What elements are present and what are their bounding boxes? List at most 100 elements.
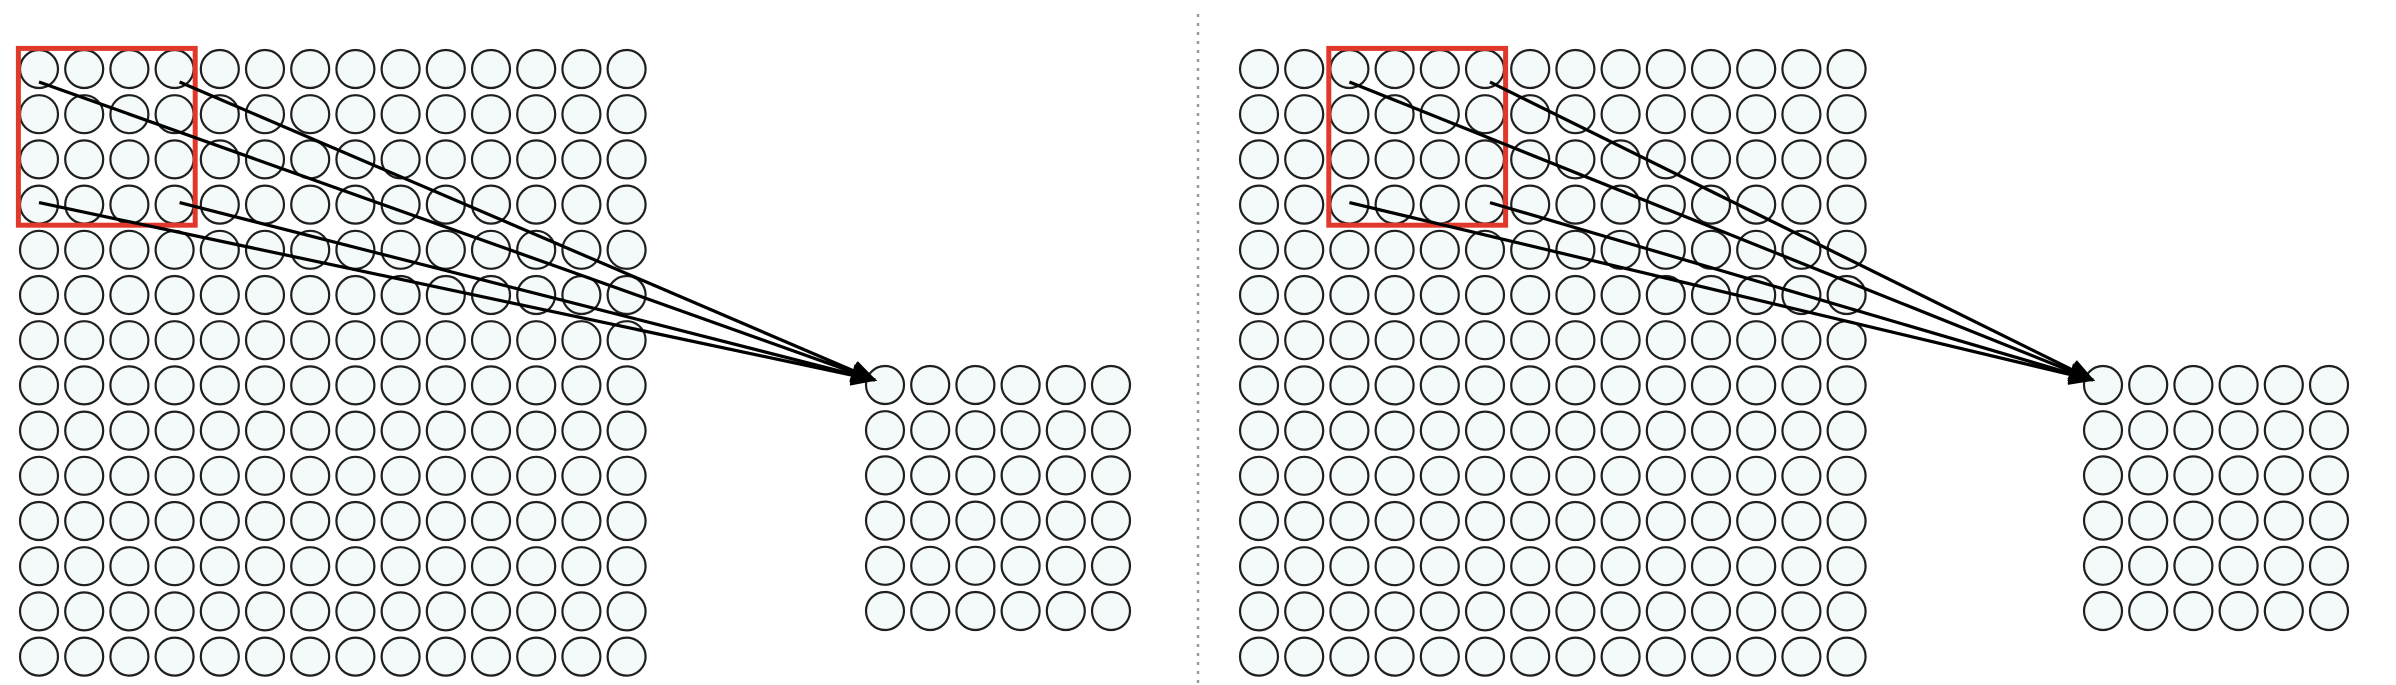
- input-neuron: [1238, 320, 1280, 361]
- input-neuron: [1464, 320, 1506, 361]
- input-neuron: [1464, 365, 1506, 406]
- input-neuron: [244, 410, 286, 451]
- input-neuron: [1238, 139, 1280, 180]
- input-neuron: [606, 139, 647, 180]
- input-neuron: [1284, 410, 1325, 451]
- input-neuron: [1464, 229, 1506, 270]
- input-neuron: [64, 500, 105, 542]
- input-neuron: [1600, 410, 1641, 451]
- input-neuron: [1464, 636, 1506, 677]
- input-neuron: [1329, 546, 1370, 587]
- input-neuron: [1510, 591, 1551, 632]
- input-neuron: [425, 48, 466, 90]
- input-neuron: [109, 48, 150, 90]
- input-neuron: [1690, 94, 1732, 135]
- input-neuron: [1464, 500, 1506, 542]
- input-neuron: [244, 591, 286, 632]
- output-neuron: [2173, 410, 2214, 451]
- input-neuron: [1419, 229, 1460, 270]
- output-neuron: [1000, 545, 1041, 586]
- input-neuron: [1555, 184, 1596, 225]
- input-neuron: [1600, 455, 1641, 496]
- input-neuron: [1600, 48, 1641, 90]
- input-neuron: [516, 410, 557, 451]
- input-neuron: [18, 320, 60, 361]
- input-neuron: [109, 229, 150, 270]
- connection-line: [1349, 201, 2096, 385]
- input-neuron: [1464, 410, 1506, 451]
- input-neuron: [290, 184, 331, 225]
- input-neuron: [1736, 455, 1777, 496]
- output-neuron: [910, 364, 951, 406]
- input-neuron: [1284, 500, 1325, 542]
- input-neuron: [199, 274, 240, 316]
- input-neuron: [1419, 410, 1460, 451]
- input-neuron: [1690, 139, 1732, 180]
- input-neuron: [199, 455, 240, 496]
- input-neuron: [1464, 274, 1506, 316]
- input-neuron: [154, 410, 195, 451]
- input-neuron: [1690, 320, 1732, 361]
- input-neuron: [64, 410, 105, 451]
- output-neuron: [2308, 590, 2350, 632]
- input-neuron: [516, 365, 557, 406]
- output-neuron: [2308, 410, 2350, 451]
- input-neuron: [425, 365, 466, 406]
- input-neuron: [1645, 320, 1686, 361]
- input-neuron: [1419, 184, 1460, 225]
- input-neuron: [18, 455, 60, 496]
- input-neuron: [380, 48, 421, 90]
- input-neuron: [1419, 591, 1460, 632]
- input-neuron: [1419, 139, 1460, 180]
- input-neuron: [380, 410, 421, 451]
- input-neuron: [18, 274, 60, 316]
- input-neuron: [1645, 274, 1686, 316]
- input-neuron: [1690, 500, 1732, 542]
- input-neuron: [1600, 274, 1641, 316]
- input-neuron: [1826, 94, 1867, 135]
- output-neuron: [2308, 545, 2350, 586]
- input-neuron: [1645, 139, 1686, 180]
- input-neuron: [606, 48, 647, 90]
- input-neuron: [606, 184, 647, 225]
- input-neuron: [561, 500, 602, 542]
- input-neuron: [64, 274, 105, 316]
- input-neuron: [244, 184, 286, 225]
- receptive-field-box: [1326, 45, 1509, 228]
- input-neuron: [290, 500, 331, 542]
- input-neuron: [1510, 500, 1551, 542]
- panel-stride-example-1: [15, 45, 1132, 677]
- input-neuron: [425, 410, 466, 451]
- input-neuron: [1284, 139, 1325, 180]
- input-neuron: [1555, 274, 1596, 316]
- input-neuron: [1510, 48, 1551, 90]
- output-neuron: [2173, 545, 2214, 586]
- input-neuron: [64, 184, 105, 225]
- input-neuron: [425, 636, 466, 677]
- input-neuron: [425, 591, 466, 632]
- input-neuron: [154, 591, 195, 632]
- input-neuron: [64, 320, 105, 361]
- output-neuron: [2218, 364, 2259, 406]
- input-neuron: [1284, 365, 1325, 406]
- input-neuron: [290, 274, 331, 316]
- output-neuron: [1045, 364, 1086, 406]
- input-neuron: [1690, 274, 1732, 316]
- input-neuron: [1555, 229, 1596, 270]
- input-neuron: [1600, 320, 1641, 361]
- connection-line: [1489, 201, 2096, 384]
- input-neuron: [1781, 320, 1822, 361]
- input-neuron: [516, 500, 557, 542]
- input-neuron: [199, 591, 240, 632]
- input-neuron: [1374, 455, 1415, 496]
- input-neuron: [561, 591, 602, 632]
- input-neuron: [470, 636, 512, 677]
- input-neuron: [1464, 48, 1506, 90]
- input-neuron: [109, 546, 150, 587]
- output-neuron: [2308, 500, 2350, 541]
- input-neuron: [1464, 455, 1506, 496]
- input-neuron: [1690, 410, 1732, 451]
- input-neuron: [1781, 455, 1822, 496]
- input-neuron: [380, 320, 421, 361]
- connection-line: [1489, 80, 2095, 382]
